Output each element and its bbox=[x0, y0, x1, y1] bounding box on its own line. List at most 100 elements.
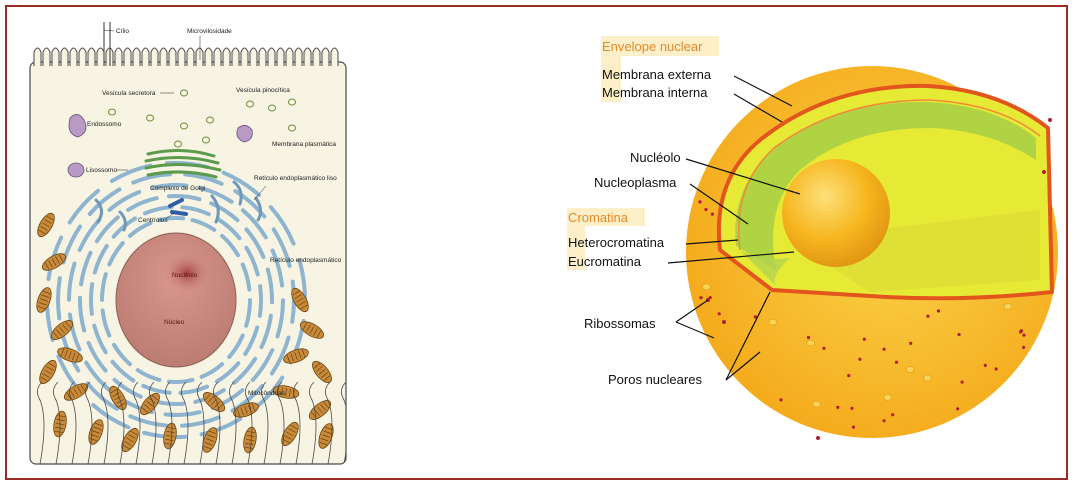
label-membrana-externa: Membrana externa bbox=[602, 67, 712, 82]
microvillus bbox=[34, 48, 41, 66]
cell-diagram: Cílio Microvilosidade Vesícula secretora… bbox=[30, 22, 348, 464]
microvillus bbox=[295, 48, 302, 66]
microvillus bbox=[250, 48, 257, 66]
ribosome bbox=[984, 364, 987, 367]
label-centriolos: Centríolos bbox=[138, 217, 168, 224]
label-ribossomas: Ribossomas bbox=[584, 316, 656, 331]
ribosome bbox=[863, 338, 866, 341]
microvillus bbox=[268, 48, 275, 66]
ribosome bbox=[958, 333, 961, 336]
ribosome bbox=[937, 309, 940, 312]
ribosome bbox=[995, 367, 998, 370]
ribosome bbox=[1048, 118, 1052, 122]
microvillus bbox=[70, 48, 77, 66]
vesicle bbox=[269, 105, 276, 111]
ribosome bbox=[1020, 329, 1023, 332]
microvillus bbox=[178, 48, 185, 66]
label-cromatina: Cromatina bbox=[568, 210, 629, 225]
ribosome bbox=[704, 208, 707, 211]
label-vesicula-pinocitica: Vesícula pinocítica bbox=[236, 87, 290, 94]
er-cisterna bbox=[91, 284, 92, 314]
ribosome bbox=[909, 342, 912, 345]
nucleolus-ball bbox=[782, 159, 890, 267]
vesicle bbox=[181, 123, 188, 129]
nuclear-pore bbox=[813, 401, 821, 407]
ribosome bbox=[883, 419, 886, 422]
ribosome bbox=[883, 348, 886, 351]
ribosome bbox=[822, 347, 825, 350]
er-cisterna bbox=[260, 286, 261, 316]
ribosome bbox=[711, 213, 714, 216]
ribosome bbox=[956, 407, 959, 410]
microvillus bbox=[322, 48, 329, 66]
microvillus bbox=[169, 48, 176, 66]
nuclear-pore bbox=[884, 394, 892, 400]
ribosome bbox=[1042, 170, 1046, 174]
label-microvilosidade: Microvilosidade bbox=[187, 28, 232, 35]
vesicle bbox=[175, 141, 182, 147]
vesicle bbox=[247, 101, 254, 107]
microvillus bbox=[133, 48, 140, 66]
microvillus bbox=[313, 48, 320, 66]
vesicle bbox=[207, 117, 214, 123]
nuclear-pore bbox=[1004, 303, 1012, 309]
ribosome bbox=[807, 336, 810, 339]
er-cisterna bbox=[58, 278, 60, 318]
microvillus bbox=[124, 48, 131, 66]
microvillus bbox=[151, 48, 158, 66]
microvillus bbox=[277, 48, 284, 66]
label-cilio: Cílio bbox=[116, 28, 129, 35]
microvillus bbox=[115, 48, 122, 66]
nuclear-pore bbox=[703, 284, 711, 290]
vesicle bbox=[289, 99, 296, 105]
ribosome bbox=[1022, 334, 1025, 337]
microvillus bbox=[43, 48, 50, 66]
ribosome bbox=[895, 361, 898, 364]
label-heterocromatina: Heterocromatina bbox=[568, 235, 665, 250]
vesicle bbox=[109, 109, 116, 115]
ribosome bbox=[698, 200, 701, 203]
ribosome bbox=[699, 296, 702, 299]
ribosome bbox=[816, 436, 820, 440]
ribosome bbox=[961, 381, 964, 384]
nuclear-pore bbox=[924, 375, 932, 381]
ribosome bbox=[850, 407, 853, 410]
label-poros-nucleares: Poros nucleares bbox=[608, 372, 702, 387]
microvillus bbox=[304, 48, 311, 66]
ribosome bbox=[718, 312, 721, 315]
label-reticulo-rugoso: Retículo endoplasmático bbox=[270, 257, 342, 264]
ribosome bbox=[926, 315, 929, 318]
ribosome bbox=[1022, 346, 1025, 349]
ribosome bbox=[722, 320, 726, 324]
label-vesicula-secretora: Vesícula secretora bbox=[102, 90, 156, 97]
microvillus bbox=[61, 48, 68, 66]
microvillus bbox=[142, 48, 149, 66]
label-nucleo: Núcleo bbox=[164, 319, 185, 326]
nuclear-pore bbox=[906, 367, 914, 373]
label-membrana-plasmatica: Membrana plasmática bbox=[272, 141, 336, 148]
nuclear-pore bbox=[807, 340, 815, 346]
er-cisterna bbox=[169, 380, 193, 382]
microvillus bbox=[79, 48, 86, 66]
microvillus bbox=[241, 48, 248, 66]
microvillus bbox=[223, 48, 230, 66]
vesicle bbox=[289, 125, 296, 131]
label-reticulo-liso: Retículo endoplasmático liso bbox=[254, 175, 337, 182]
microvillus bbox=[88, 48, 95, 66]
microvillus bbox=[187, 48, 194, 66]
label-nucleolo: Nucléolo bbox=[630, 150, 681, 165]
nucleus-diagram: Envelope nuclear Membrana externa Membra… bbox=[567, 36, 1058, 440]
ribosome bbox=[847, 374, 850, 377]
ribosome bbox=[836, 406, 839, 409]
microvillus bbox=[232, 48, 239, 66]
microvillus bbox=[286, 48, 293, 66]
ribosome bbox=[779, 398, 782, 401]
microvillus bbox=[52, 48, 59, 66]
microvillus bbox=[214, 48, 221, 66]
label-envelope-nuclear: Envelope nuclear bbox=[602, 39, 703, 54]
ribosome bbox=[852, 426, 855, 429]
vesicle bbox=[181, 90, 188, 96]
microvillus bbox=[196, 48, 203, 66]
label-lisossomo: Lisossomo bbox=[86, 167, 117, 174]
